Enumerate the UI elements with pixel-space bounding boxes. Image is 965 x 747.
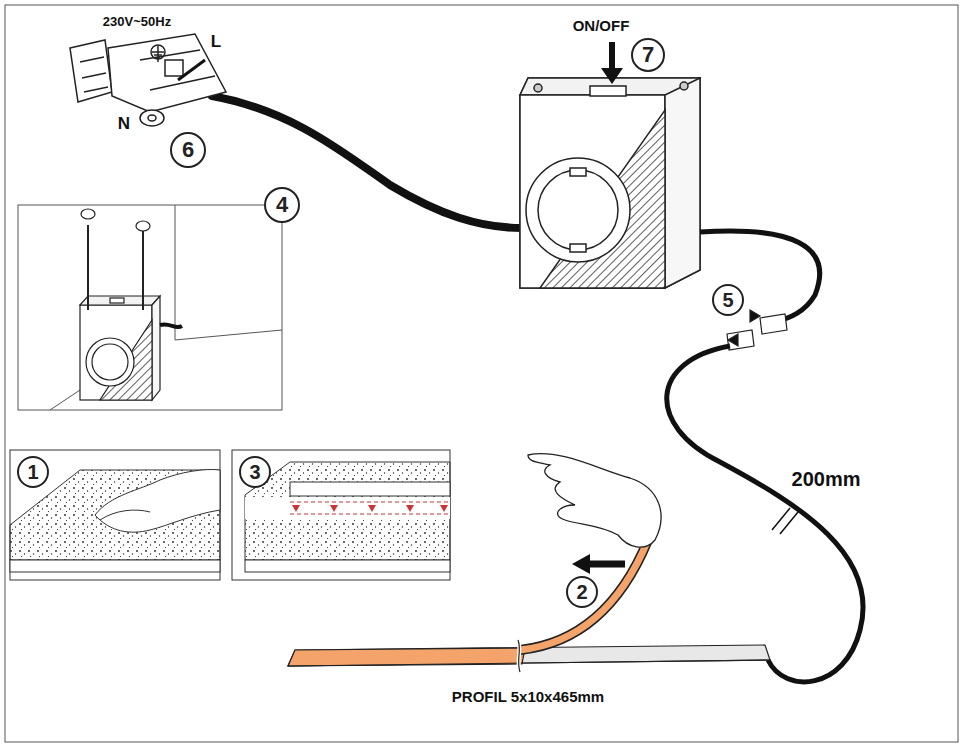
press-arrow-head xyxy=(601,68,623,84)
press-arrow xyxy=(609,42,615,70)
callout-number: 5 xyxy=(712,284,744,316)
dimension-label: PROFIL 5x10x465mm xyxy=(450,689,606,706)
callout-number: 6 xyxy=(170,132,206,168)
callout-number: 7 xyxy=(631,38,665,72)
socket-box xyxy=(520,78,700,288)
dimension-label: 200mm xyxy=(790,468,863,490)
cleaning-panel xyxy=(10,450,220,580)
callout-text: 5 xyxy=(722,290,733,310)
hand xyxy=(528,454,661,548)
page-frame xyxy=(5,5,958,742)
callout-text: 1 xyxy=(27,462,38,482)
pull-arrow xyxy=(588,561,625,568)
break-mark xyxy=(772,508,798,534)
plug-connector xyxy=(727,310,787,350)
callout-text: 6 xyxy=(182,139,194,161)
pin-label: N xyxy=(116,115,132,134)
callout-text: 3 xyxy=(249,462,260,482)
callout-number: 2 xyxy=(566,576,598,608)
cable xyxy=(700,231,820,322)
callout-number: 3 xyxy=(239,456,271,488)
callout-text: 7 xyxy=(642,44,654,66)
callout-number: 4 xyxy=(264,187,300,223)
callout-text: 2 xyxy=(576,582,587,602)
led-profile xyxy=(288,540,770,672)
switch-label: ON/OFF xyxy=(571,18,632,35)
profile-placement-panel xyxy=(232,450,450,580)
callout-number: 1 xyxy=(17,456,49,488)
mounting-panel xyxy=(18,205,282,410)
pin-label: L xyxy=(209,33,223,52)
voltage-label: 230V~50Hz xyxy=(101,15,173,29)
cable xyxy=(667,346,863,682)
pull-arrow-head xyxy=(572,554,590,574)
callout-text: 4 xyxy=(276,194,288,216)
plug-connector xyxy=(70,34,226,126)
